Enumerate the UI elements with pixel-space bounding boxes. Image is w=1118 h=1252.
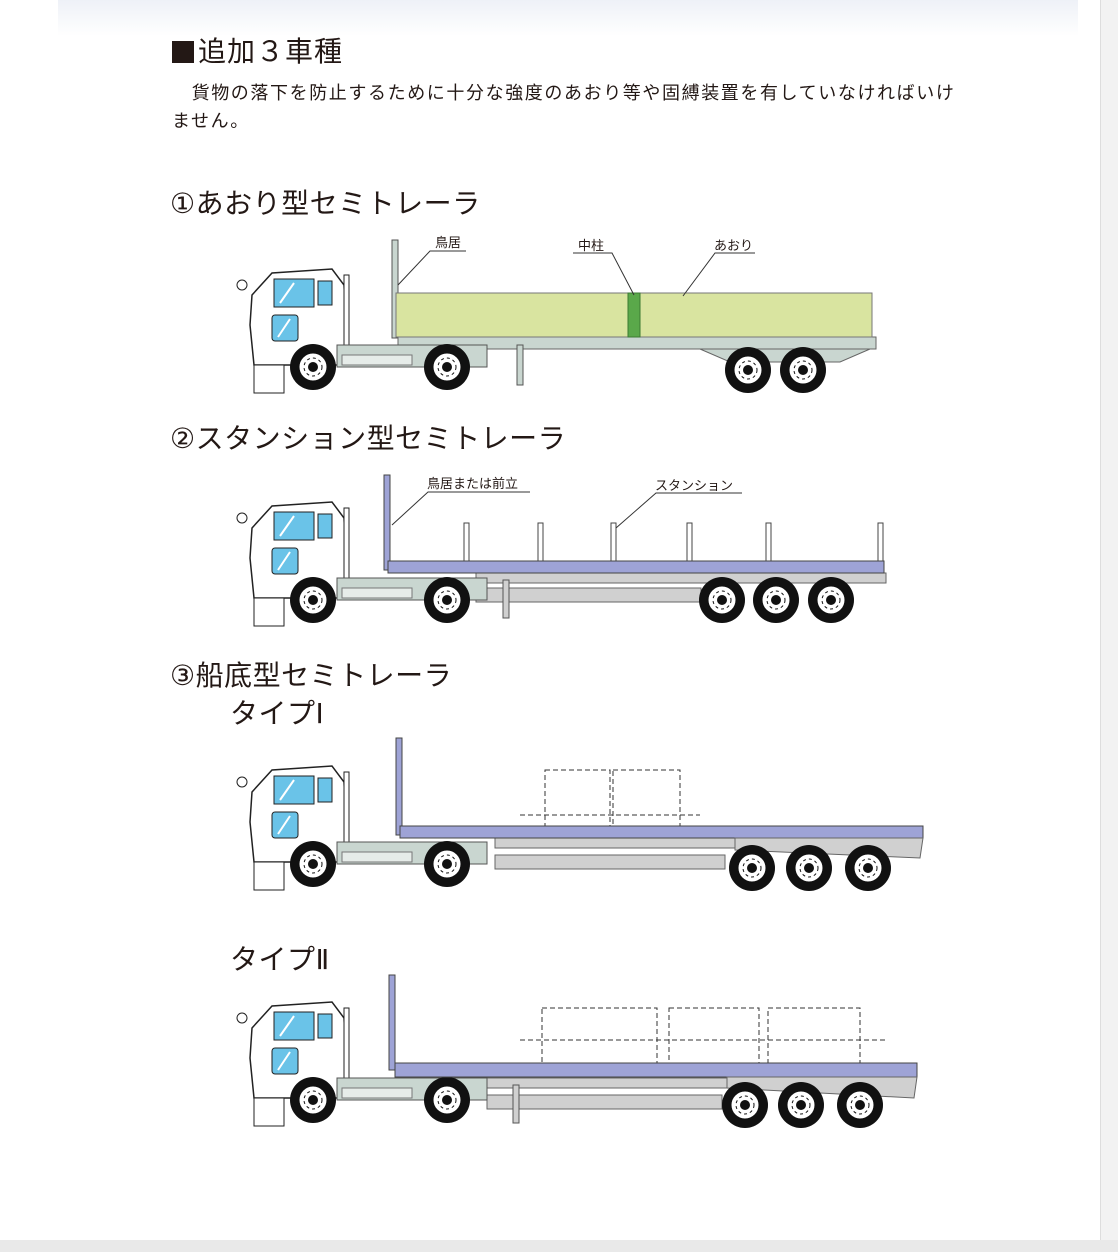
label-stanchion: スタンション [655,479,734,494]
page-bottom-edge [0,1240,1118,1252]
label-center-post: 中柱 [578,239,605,254]
title-text: 追加３車種 [198,35,344,68]
label-aori: あおり [714,239,754,254]
page-top-band [58,0,1078,36]
stanchion-semitrailer-illustration [237,474,887,626]
funazoko-type2-illustration [237,974,918,1129]
page-title: 追加３車種 [172,30,343,70]
heading-stanchion: ②スタンション型セミトレーラ [170,422,567,455]
label-torii: 鳥居 [435,236,462,251]
square-bullet-icon [172,41,194,63]
page-edge [1100,0,1118,1252]
funazoko-type1-illustration [237,737,924,892]
aori-semitrailer-illustration [237,239,877,393]
heading-aori: ①あおり型セミトレーラ [170,187,481,220]
heading-type-1: タイプⅠ [230,697,325,730]
heading-type-2: タイプⅡ [230,943,330,976]
intro-paragraph: 貨物の落下を防止するために十分な強度のあおり等や固縛装置を有していなければいけま… [172,83,956,132]
heading-funazoko: ③船底型セミトレーラ [170,659,453,692]
leader-lines [397,250,755,297]
label-torii-or-front: 鳥居または前立 [427,477,519,492]
